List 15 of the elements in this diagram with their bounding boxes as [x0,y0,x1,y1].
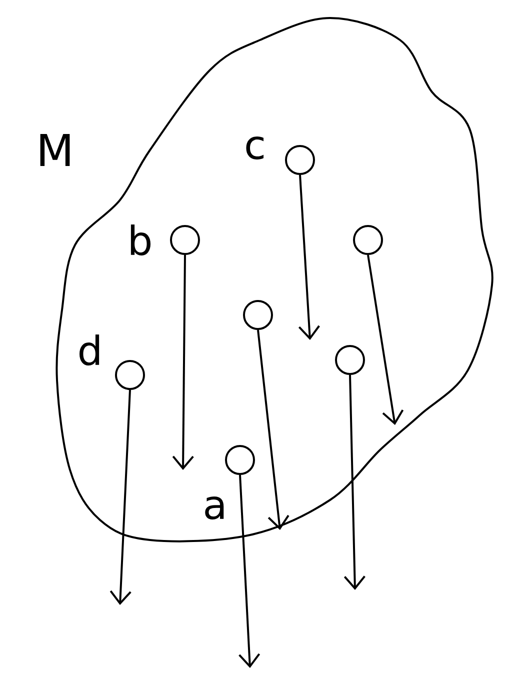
set-label: M [40,134,70,166]
arrow [172,254,194,470]
arrow [344,374,366,590]
point-circle [335,345,365,375]
point-label: b [130,224,150,256]
point-circle [243,300,273,330]
point-label: d [80,334,100,366]
point-circle [353,225,383,255]
arrow [367,254,404,425]
arrow [110,390,132,605]
arrow [257,330,290,530]
arrow [298,174,320,340]
point-label: a [205,496,224,520]
arrow [238,474,260,668]
point-label: c [246,136,264,160]
